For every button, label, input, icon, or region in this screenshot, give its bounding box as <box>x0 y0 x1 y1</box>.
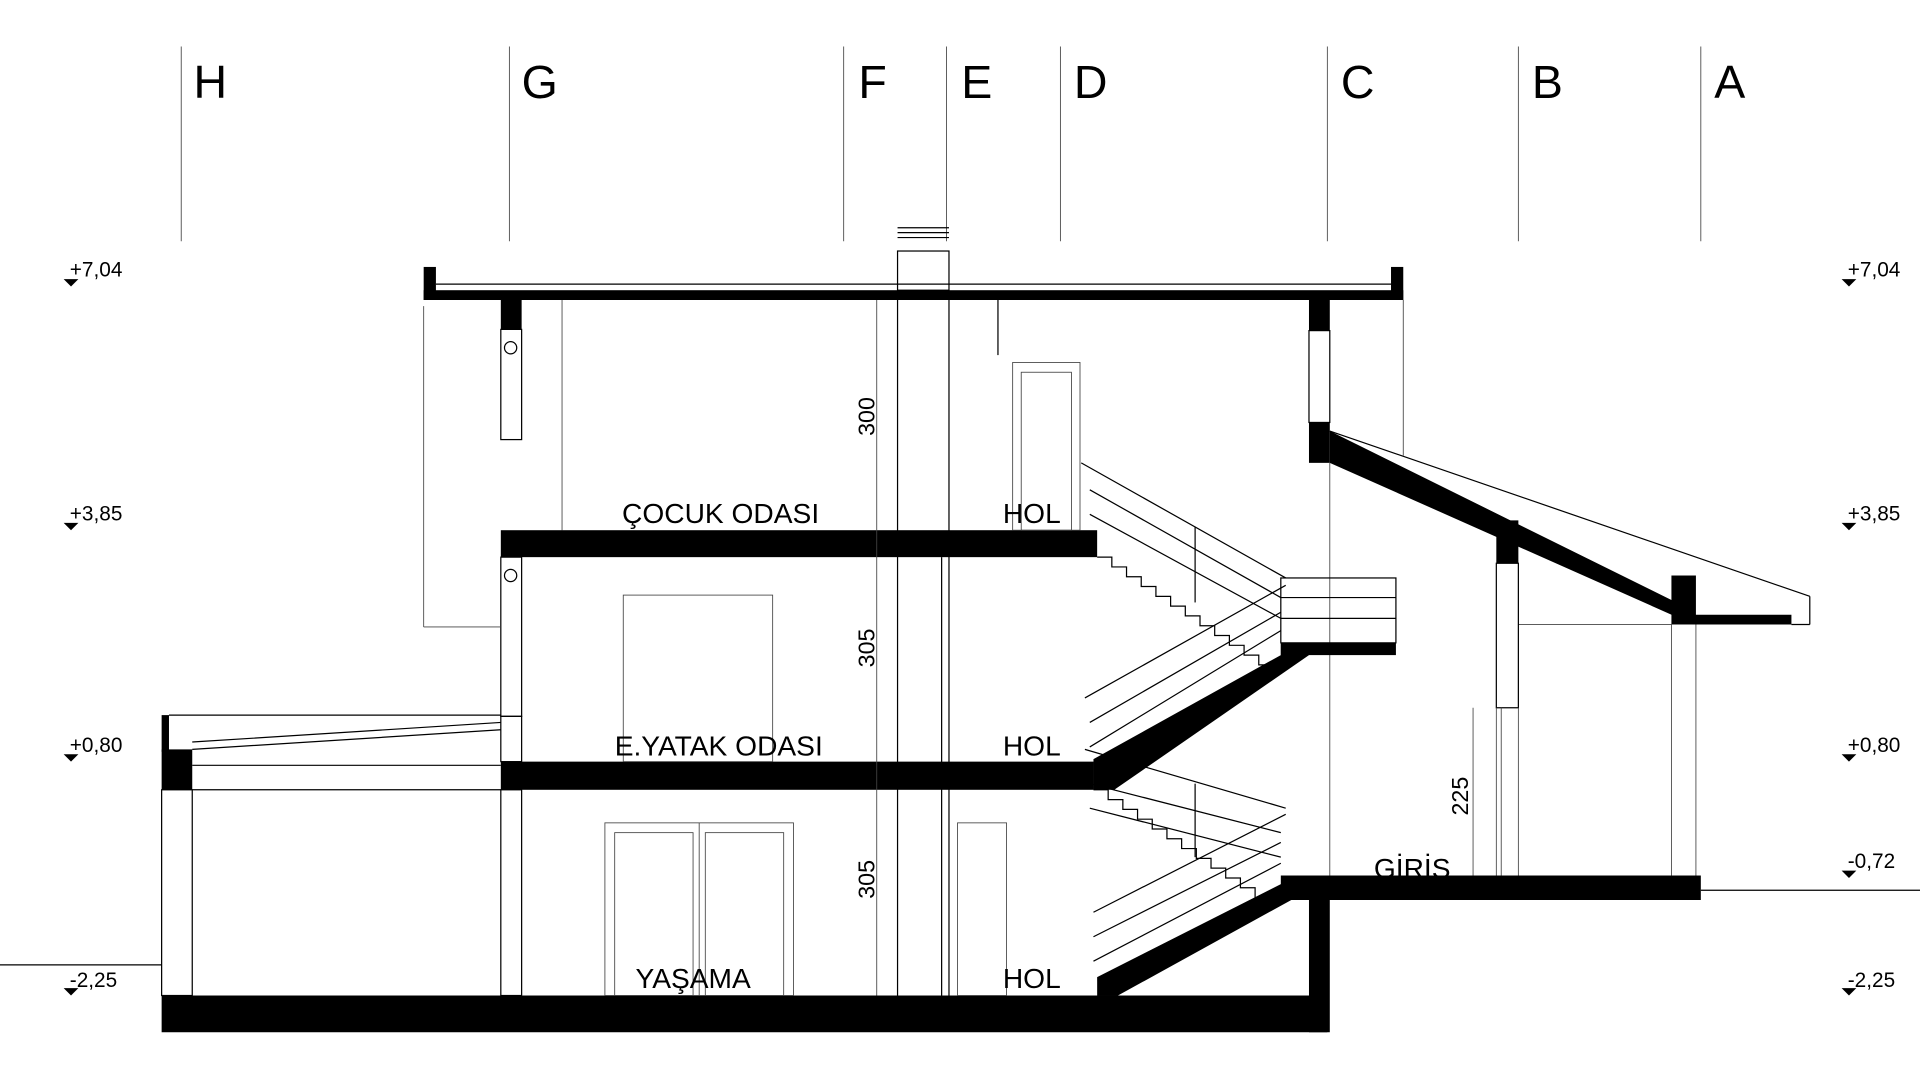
flat-roof <box>423 266 1404 300</box>
terrace <box>161 714 501 997</box>
dimension-middle: 305 <box>853 629 879 668</box>
staircase <box>1080 462 1397 996</box>
room-label-yatak-odasi: E.YATAK ODASI <box>615 731 823 762</box>
middle-floor-slab <box>500 761 1094 790</box>
axis-label-g: G <box>522 56 558 108</box>
axis-label-c: C <box>1341 56 1375 108</box>
level-markers-left: +7,04 +3,85 +0,80 -2,25 <box>63 259 123 996</box>
axis-label-a: A <box>1714 56 1745 108</box>
level-value: +3,85 <box>1848 502 1901 525</box>
level-triangle-icon <box>1841 279 1857 287</box>
level-marker: +0,80 <box>63 734 123 762</box>
axis-grid: H G F E D C B A <box>180 46 1745 242</box>
level-value: +7,04 <box>1848 259 1901 282</box>
level-marker: -2,25 <box>63 969 117 996</box>
axis-label-h: H <box>193 56 227 108</box>
level-value: -2,25 <box>1848 969 1895 992</box>
axis-label-e: E <box>961 56 992 108</box>
level-triangle-icon <box>1841 988 1857 996</box>
entrance-column <box>1495 562 1519 876</box>
room-labels: ÇOCUK ODASI HOL E.YATAK ODASI HOL YAŞAMA… <box>615 498 1451 994</box>
level-triangle-icon <box>63 279 79 287</box>
room-label-giris: GİRİŞ <box>1374 853 1451 884</box>
doors <box>604 300 1081 996</box>
level-triangle-icon <box>63 754 79 762</box>
room-label-cocuk-odasi: ÇOCUK ODASI <box>622 498 819 529</box>
wall-c <box>1308 300 1331 876</box>
level-marker: +7,04 <box>63 259 123 287</box>
level-marker: +0,80 <box>1841 734 1901 762</box>
level-triangle-icon <box>1841 754 1857 762</box>
level-marker: +3,85 <box>63 502 123 531</box>
level-marker: +3,85 <box>1841 502 1901 531</box>
level-value: +0,80 <box>1848 734 1901 757</box>
room-label-hol-lower: HOL <box>1003 963 1061 994</box>
dimension-entrance: 225 <box>1447 777 1473 816</box>
chimney <box>896 227 950 996</box>
axis-label-b: B <box>1532 56 1563 108</box>
level-value: +0,80 <box>70 734 123 757</box>
level-triangle-icon <box>63 988 79 996</box>
upper-floor-slab <box>500 530 1098 558</box>
level-marker: -0,72 <box>1841 850 1895 878</box>
axis-label-f: F <box>858 56 886 108</box>
room-label-yasama: YAŞAMA <box>636 963 751 994</box>
level-value: -0,72 <box>1848 850 1895 873</box>
level-value: +3,85 <box>70 502 123 525</box>
wall-g <box>423 300 563 997</box>
level-marker: -2,25 <box>1841 969 1895 996</box>
level-value: -2,25 <box>70 969 117 992</box>
level-marker: +7,04 <box>1841 259 1901 287</box>
level-triangle-icon <box>1841 870 1857 878</box>
axis-label-d: D <box>1074 56 1108 108</box>
room-label-hol-middle: HOL <box>1003 731 1061 762</box>
dimension-lower: 305 <box>853 860 879 899</box>
room-label-hol-upper: HOL <box>1003 498 1061 529</box>
level-triangle-icon <box>63 522 79 531</box>
sloped-roof <box>1329 300 1811 876</box>
level-markers-right: +7,04 +3,85 +0,80 -0,72 -2,25 <box>1841 259 1901 996</box>
ground-floor-slab <box>161 995 1328 1033</box>
level-triangle-icon <box>1841 522 1857 531</box>
level-value: +7,04 <box>70 259 123 282</box>
entrance-slab <box>1280 875 1701 900</box>
dimension-upper: 300 <box>853 397 879 436</box>
retaining-wall <box>1308 900 1330 1033</box>
dimension-lines: 300 305 305 225 <box>853 300 1474 996</box>
